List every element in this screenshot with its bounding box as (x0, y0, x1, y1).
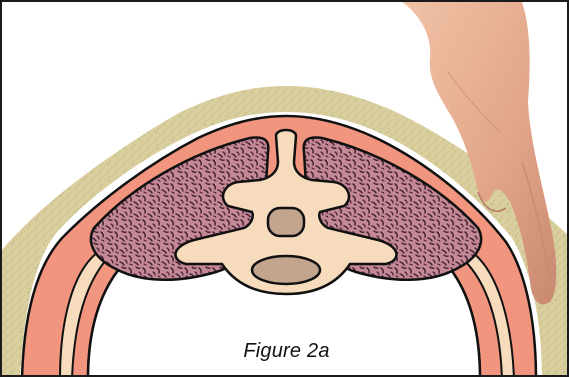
vertebral-body (252, 256, 320, 284)
figure-caption: Figure 2a (2, 340, 569, 363)
spinal-canal (268, 208, 304, 236)
